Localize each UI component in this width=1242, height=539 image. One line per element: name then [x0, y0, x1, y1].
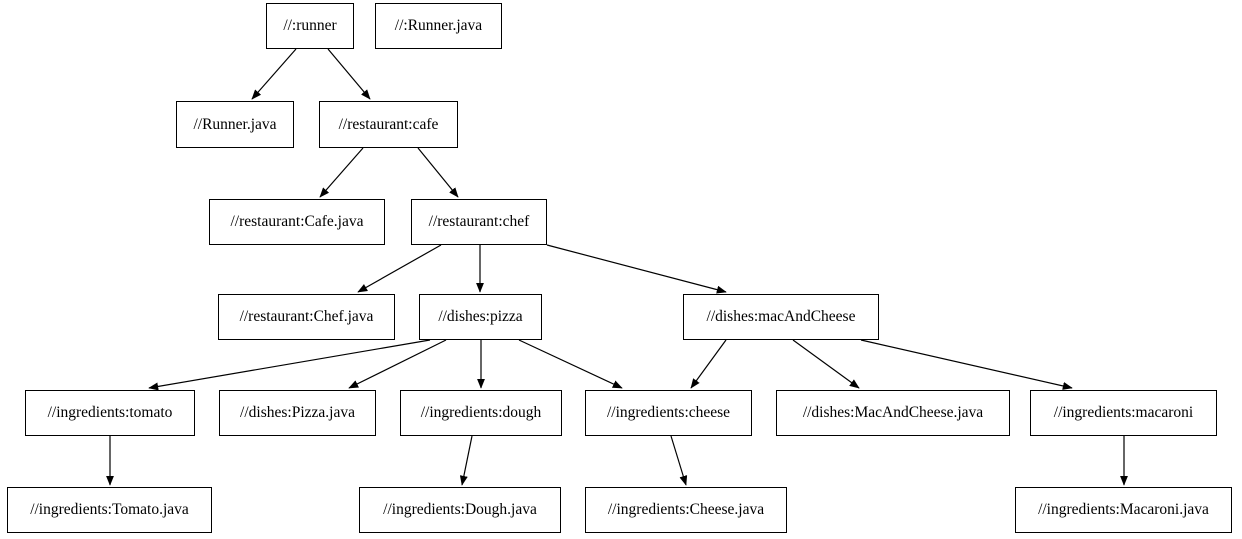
graph-edge	[319, 147, 364, 198]
graph-edge	[670, 435, 688, 486]
graph-node-restaurant_chef_java[interactable]: //restaurant:Chef.java	[218, 294, 395, 340]
graph-node-label: //ingredients:Macaroni.java	[1038, 501, 1209, 519]
graph-node-label: //ingredients:macaroni	[1053, 404, 1194, 422]
graph-node-restaurant_cafe[interactable]: //restaurant:cafe	[319, 101, 458, 148]
graph-node-ingredients_tomato_java[interactable]: //ingredients:Tomato.java	[7, 487, 212, 533]
graph-node-ingredients_macaroni[interactable]: //ingredients:macaroni	[1030, 390, 1217, 436]
graph-edge	[251, 48, 297, 100]
graph-node-label: //:Runner.java	[394, 17, 483, 35]
graph-edge	[546, 244, 727, 294]
graph-edge	[459, 435, 473, 486]
graph-node-ingredients_macaroni_java[interactable]: //ingredients:Macaroni.java	[1015, 487, 1232, 533]
graph-node-label: //ingredients:Tomato.java	[30, 501, 189, 519]
graph-node-label: //ingredients:Cheese.java	[607, 501, 765, 519]
graph-node-label: //:runner	[283, 17, 337, 35]
graph-node-label: //ingredients:cheese	[606, 404, 731, 422]
graph-edge	[357, 244, 442, 293]
graph-edge	[417, 147, 459, 198]
graph-node-label: //restaurant:Cafe.java	[230, 213, 364, 231]
graph-node-root_runner_java[interactable]: //:Runner.java	[375, 3, 502, 49]
graph-edge	[860, 339, 1073, 390]
graph-node-label: //ingredients:tomato	[47, 404, 173, 422]
graph-node-label: //ingredients:Dough.java	[383, 501, 537, 519]
graph-node-restaurant_chef[interactable]: //restaurant:chef	[411, 199, 547, 245]
graph-edge	[792, 339, 860, 389]
graph-edge	[348, 339, 447, 389]
graph-node-ingredients_dough_java[interactable]: //ingredients:Dough.java	[359, 487, 561, 533]
graph-edge	[148, 339, 431, 391]
graph-node-label: //Runner.java	[193, 115, 277, 133]
graph-node-label: //dishes:macAndCheese	[706, 308, 856, 326]
graph-node-ingredients_cheese[interactable]: //ingredients:cheese	[585, 390, 752, 436]
graph-node-runner_java[interactable]: //Runner.java	[176, 101, 294, 148]
graph-node-label: //dishes:pizza	[438, 308, 523, 326]
graph-edge	[327, 48, 371, 100]
graph-edge	[690, 339, 727, 389]
graph-node-dishes_pizza[interactable]: //dishes:pizza	[419, 294, 542, 340]
graph-node-restaurant_cafe_java[interactable]: //restaurant:Cafe.java	[209, 199, 385, 245]
graph-node-ingredients_tomato[interactable]: //ingredients:tomato	[25, 390, 195, 436]
graph-node-label: //restaurant:cafe	[338, 115, 439, 133]
graph-node-dishes_macandcheese_java[interactable]: //dishes:MacAndCheese.java	[776, 390, 1010, 436]
graph-node-label: //restaurant:chef	[428, 213, 530, 231]
graph-node-dishes_macandcheese[interactable]: //dishes:macAndCheese	[683, 294, 879, 340]
graph-node-ingredients_cheese_java[interactable]: //ingredients:Cheese.java	[585, 487, 787, 533]
graph-node-label: //restaurant:Chef.java	[239, 308, 374, 326]
graph-node-label: //dishes:MacAndCheese.java	[802, 404, 984, 422]
graph-node-label: //ingredients:dough	[420, 404, 542, 422]
graph-node-ingredients_dough[interactable]: //ingredients:dough	[400, 390, 562, 436]
graph-node-label: //dishes:Pizza.java	[240, 404, 355, 422]
graph-node-runner[interactable]: //:runner	[266, 3, 354, 49]
graph-edge	[518, 339, 623, 389]
graph-node-dishes_pizza_java[interactable]: //dishes:Pizza.java	[219, 390, 376, 436]
